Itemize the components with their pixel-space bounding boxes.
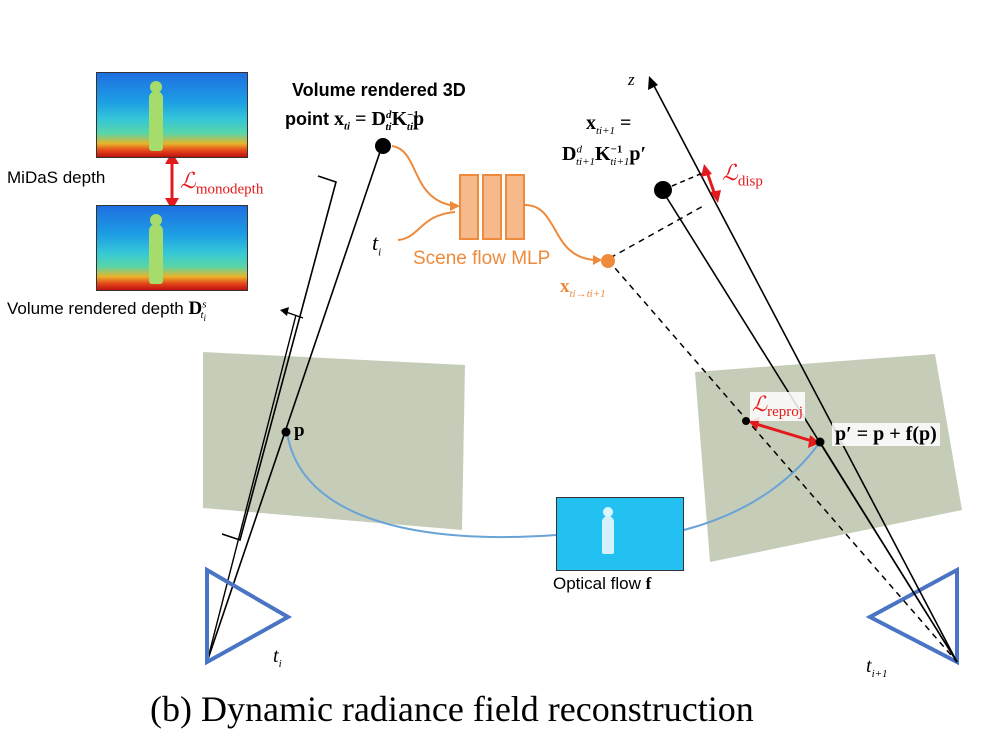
mlp-block-3 [505,174,525,240]
mlp-block-2 [482,174,502,240]
next-point-label-line2: Ddti+1K−1ti+1p′ [562,143,647,168]
midas-depth-image [96,72,248,158]
mlp-block-1 [459,174,479,240]
z-axis-label: z [628,70,635,89]
optical-flow-image [556,497,684,571]
disp-loss-arrow [705,171,717,196]
monodepth-arrowhead-top [165,152,179,164]
point-x-ti1 [654,181,672,199]
disp-loss-label: ℒdisp [722,160,763,190]
midas-depth-label: MiDaS depth [7,168,106,187]
right-camera-label: ti+1 [866,655,888,680]
mlp-input-curve-t [397,211,456,241]
left-camera-triangle [205,566,293,666]
disp-loss-arrowhead-b [710,190,721,203]
right-image-plane [695,354,962,562]
mlp-input-arrowhead-x [450,201,460,211]
z-axis-line [651,81,958,663]
next-point-label-line1: xti+1 = [586,112,632,137]
point-x-warp [601,254,615,268]
mlp-input-curve-x [391,145,456,207]
point-x-ti [375,138,391,154]
z-axis-arrowhead [648,76,658,90]
reproj-arrowhead-right [808,435,820,448]
point-label-line1: Volume rendered 3D [292,80,466,100]
right-camera-triangle [865,566,959,666]
mlp-output-curve [524,204,599,261]
warped-point-label: xti→ti+1 [560,276,606,300]
volume-depth-label: Volume rendered depth Dsti [7,298,207,324]
reproj-loss-arrow [755,422,813,443]
p-prime-label: p′ = p + f(p) [832,423,940,446]
left-camera-label: ti [273,645,282,670]
reproj-loss-label: ℒreproj [750,392,805,422]
ti-input-label: ti [372,230,382,259]
left-camera-ray [206,145,383,663]
optical-flow-curve [286,431,557,539]
pixel-projected [742,417,750,425]
p-label: p [294,420,305,441]
optical-flow-label: Optical flow f [553,574,652,593]
disp-loss-arrowhead-a [701,164,712,177]
depth-arrow-head [280,307,289,316]
point-label-line2: point xti = DdtiK−1tip [285,108,425,133]
volume-depth-image [96,205,248,291]
pixel-p-prime [815,437,825,447]
ray-bracket [221,175,337,542]
monodepth-loss-label: ℒmonodepth [180,168,264,198]
figure-caption: (b) Dynamic radiance field reconstructio… [150,689,754,729]
pixel-p [281,427,291,437]
optical-flow-curve-right [683,441,821,531]
mlp-output-arrowhead [593,255,602,265]
scene-flow-mlp-label: Scene flow MLP [413,248,551,269]
dashed-disp-line [609,204,706,259]
left-camera-ray-2 [206,314,297,663]
monodepth-arrowhead-bottom [165,198,179,210]
dashed-projection-line [607,259,958,663]
left-image-plane [203,352,465,530]
right-camera-ray-2 [819,441,958,663]
dashed-disp-line-2 [671,171,706,187]
depth-arrow [285,311,304,319]
